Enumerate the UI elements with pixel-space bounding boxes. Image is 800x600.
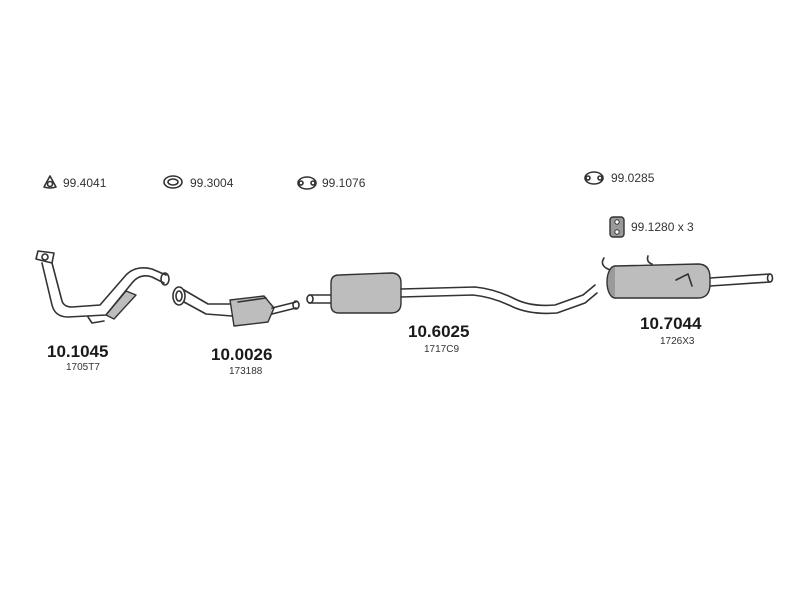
accessory-code: 99.4041 — [63, 176, 107, 190]
part-ref: 1717C9 — [424, 344, 460, 355]
front-pipe-icon — [35, 250, 170, 324]
rubber-hanger-icon — [609, 216, 625, 238]
accessory-code: 99.1076 — [322, 176, 366, 190]
accessory-code: 99.1280 x 3 — [631, 220, 694, 234]
part-ref: 1726X3 — [660, 336, 695, 347]
part-number: 10.0026 — [211, 345, 273, 364]
part-ref: 173188 — [229, 366, 263, 377]
rear-silencer-icon — [601, 255, 774, 299]
part-ref: 1705T7 — [66, 362, 100, 373]
part-number: 10.1045 — [47, 342, 109, 361]
clamp-icon — [297, 176, 317, 190]
ring-gasket-icon — [163, 175, 183, 189]
centre-silencer-icon — [306, 272, 598, 315]
part-number: 10.6025 — [408, 322, 470, 341]
accessory-code: 99.0285 — [611, 171, 655, 185]
clamp-icon — [584, 171, 604, 185]
accessory-code: 99.3004 — [190, 176, 234, 190]
part-number: 10.7044 — [640, 314, 702, 333]
triangle-gasket-icon — [43, 175, 57, 189]
catalytic-converter-icon — [172, 286, 300, 327]
